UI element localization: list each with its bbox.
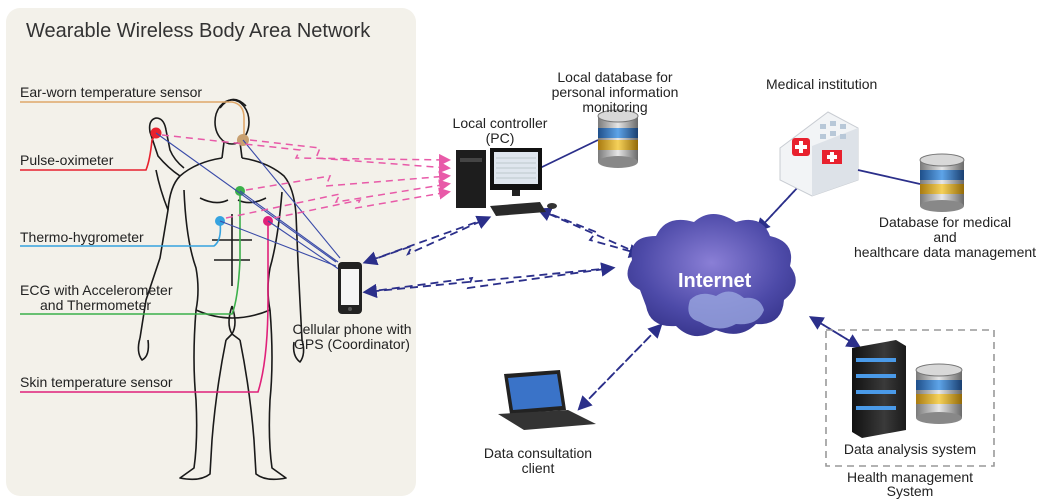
health-label-line1: Health management <box>846 469 974 485</box>
ecg-label-line1: ECG with Accelerometer <box>20 282 173 298</box>
ecg-sensor-label: ECG with Accelerometer and Thermometer <box>20 283 173 313</box>
internet-label: Internet <box>678 270 752 292</box>
local-db-label-line3: monitoring <box>582 99 648 115</box>
local-db-label-line1: Local database for <box>557 69 673 85</box>
medical-db-label-line3: healthcare data management <box>853 244 1037 260</box>
medical-to-db-link <box>857 169 921 185</box>
network-links <box>362 169 862 411</box>
diagram-title: Wearable Wireless Body Area Network <box>26 20 371 42</box>
cellular-phone-icon <box>338 262 362 314</box>
client-label-line2: client <box>521 460 555 476</box>
sensor-leader-lines <box>20 101 269 393</box>
health-management-box <box>825 329 995 467</box>
local-db-label-line2: personal information <box>551 84 679 100</box>
local-database-icon <box>597 109 639 168</box>
wban-panel <box>6 8 416 496</box>
ear-sensor-label: Ear-worn temperature sensor <box>20 84 203 100</box>
data-analysis-label: Data analysis system <box>843 441 977 457</box>
medical-institution-label: Medical institution <box>766 76 878 92</box>
data-analysis-server-icon <box>852 340 963 438</box>
controller-label-line2: (PC) <box>485 130 515 146</box>
data-consultation-laptop-icon <box>498 370 596 430</box>
sensor-to-phone-links <box>155 132 341 271</box>
skin-sensor-label: Skin temperature sensor <box>20 374 173 390</box>
phone-label-line1: Cellular phone with <box>292 321 412 337</box>
phone-label-line2: GPS (Coordinator) <box>294 336 410 352</box>
local-db-label: Local database for personal information … <box>540 70 690 115</box>
client-label-line1: Data consultation <box>483 445 593 461</box>
medical-database-icon <box>919 153 965 212</box>
medical-db-label: Database for medical and healthcare data… <box>852 215 1038 260</box>
internet-cloud-icon <box>627 214 796 337</box>
medical-institution-icon <box>779 111 859 197</box>
controller-label-line1: Local controller <box>452 115 548 131</box>
client-label: Data consultation client <box>478 446 598 476</box>
ecg-sensor-line <box>20 192 241 315</box>
pulse-sensor-line <box>20 133 157 171</box>
medical-db-label-line1: Database for medical <box>878 214 1012 230</box>
thermo-sensor-label: Thermo-hygrometer <box>20 229 144 245</box>
skin-sensor-line <box>20 222 269 393</box>
pc-to-localdb-link <box>539 139 599 169</box>
pulse-sensor-label: Pulse-oximeter <box>20 152 114 168</box>
health-management-label: Health management System <box>820 470 1000 498</box>
ecg-label-line2: and Thermometer <box>40 297 152 313</box>
phone-label: Cellular phone with GPS (Coordinator) <box>282 322 422 352</box>
medical-db-label-line2: and <box>933 229 957 245</box>
controller-label: Local controller (PC) <box>440 116 560 146</box>
sensor-to-pc-links <box>161 134 451 219</box>
health-label-line2: System <box>886 483 934 499</box>
ear-sensor-line <box>20 101 245 140</box>
local-controller-pc-icon <box>456 148 557 216</box>
